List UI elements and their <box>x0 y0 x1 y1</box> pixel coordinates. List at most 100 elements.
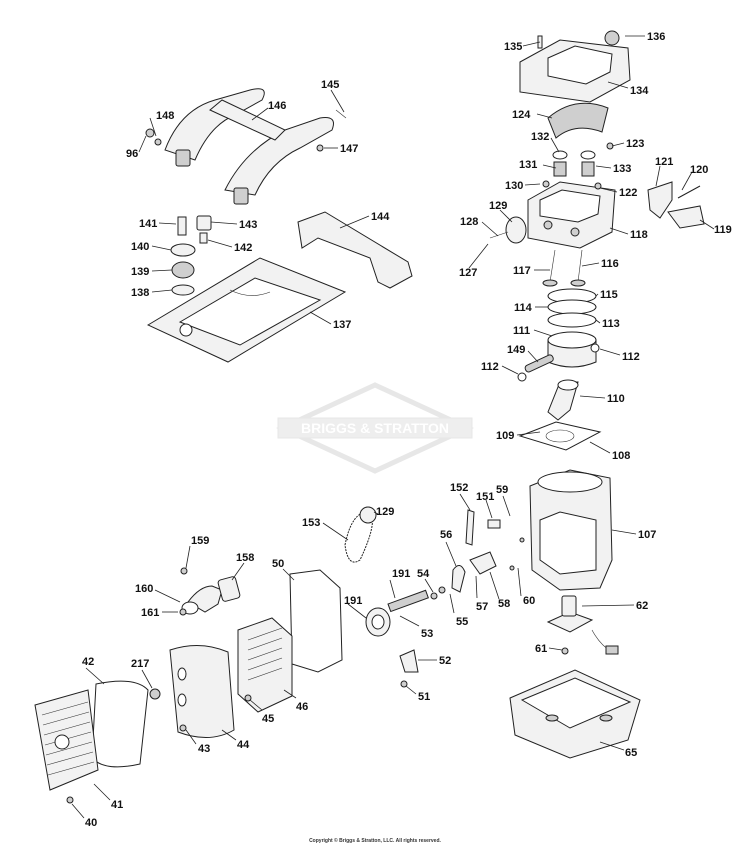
callout-61: 61 <box>535 643 547 655</box>
callout-52: 52 <box>439 655 451 667</box>
fasteners[interactable] <box>66 109 614 804</box>
callout-124: 124 <box>512 109 531 121</box>
muffler[interactable] <box>169 645 235 738</box>
governor-parts[interactable] <box>399 509 501 673</box>
callout-119: 119 <box>714 224 732 236</box>
valves[interactable] <box>542 249 586 287</box>
callout-128: 128 <box>460 216 478 228</box>
callout-118: 118 <box>630 229 648 241</box>
crankcase-gasket[interactable] <box>289 569 343 673</box>
crankshaft[interactable] <box>365 589 429 637</box>
callout-122: 122 <box>619 187 637 199</box>
callout-191-lower: 191 <box>344 595 362 607</box>
callout-143: 143 <box>239 219 257 231</box>
callout-65: 65 <box>625 747 637 759</box>
exhaust-pipe[interactable] <box>181 576 241 615</box>
heat-shield[interactable] <box>547 102 609 139</box>
callout-153: 153 <box>302 517 320 529</box>
crankcase-cover[interactable] <box>237 617 293 713</box>
callout-121: 121 <box>655 156 673 168</box>
callout-136: 136 <box>647 31 665 43</box>
callout-112-left: 112 <box>481 361 499 373</box>
callout-138: 138 <box>131 287 149 299</box>
callout-55: 55 <box>456 616 468 628</box>
callout-112-right: 112 <box>622 351 640 363</box>
callout-117: 117 <box>513 265 531 277</box>
frame-bracket[interactable] <box>297 211 413 289</box>
callout-217: 217 <box>131 658 149 670</box>
engine-mounts[interactable] <box>170 215 212 296</box>
valve-cover[interactable] <box>519 30 631 103</box>
callout-142: 142 <box>234 242 252 254</box>
callout-131: 131 <box>519 159 537 171</box>
callout-62: 62 <box>636 600 648 612</box>
piston[interactable] <box>517 331 600 382</box>
callout-57: 57 <box>476 601 488 613</box>
head-gasket[interactable] <box>518 421 602 451</box>
connecting-rod[interactable] <box>547 379 579 421</box>
oil-sensor[interactable] <box>546 595 619 655</box>
callout-140: 140 <box>131 241 149 253</box>
callout-145: 145 <box>321 79 339 91</box>
callout-111: 111 <box>513 325 530 337</box>
callout-129-lower: 129 <box>376 506 394 518</box>
callout-137: 137 <box>333 319 351 331</box>
callout-110: 110 <box>607 393 625 405</box>
brand-watermark: BRIGGS & STRATTON <box>276 382 474 474</box>
copyright-notice: Copyright © Briggs & Stratton, LLC. All … <box>309 838 441 844</box>
callout-148: 148 <box>156 110 174 122</box>
cylinder-head[interactable] <box>527 181 616 249</box>
callout-46: 46 <box>296 701 308 713</box>
valve-springs[interactable] <box>552 150 596 177</box>
callout-132: 132 <box>531 131 549 143</box>
timing-chain[interactable] <box>344 506 377 563</box>
crankcase[interactable] <box>529 469 613 591</box>
callout-160: 160 <box>135 583 153 595</box>
callout-108: 108 <box>612 450 630 462</box>
timing-gear-upper[interactable] <box>489 216 527 244</box>
callout-149: 149 <box>507 344 525 356</box>
callout-146: 146 <box>268 100 286 112</box>
callout-159: 159 <box>191 535 209 547</box>
callout-45: 45 <box>262 713 274 725</box>
callout-51: 51 <box>418 691 430 703</box>
callout-109: 109 <box>496 430 514 442</box>
base-plate[interactable] <box>146 257 347 363</box>
callout-158: 158 <box>236 552 254 564</box>
callout-152: 152 <box>450 482 468 494</box>
callout-147: 147 <box>340 143 358 155</box>
callout-123: 123 <box>626 138 644 150</box>
callout-60: 60 <box>523 595 535 607</box>
piston-rings[interactable] <box>547 288 597 328</box>
callout-134: 134 <box>630 85 649 97</box>
callout-43: 43 <box>198 743 210 755</box>
callout-133: 133 <box>613 163 631 175</box>
callout-141: 141 <box>139 218 157 230</box>
callout-58: 58 <box>498 598 510 610</box>
leader-lines <box>71 35 715 819</box>
callout-161: 161 <box>141 607 159 619</box>
base-pan[interactable] <box>509 669 641 759</box>
callout-114: 114 <box>514 302 533 314</box>
callout-53: 53 <box>421 628 433 640</box>
callout-54: 54 <box>417 568 430 580</box>
callout-50: 50 <box>272 558 284 570</box>
callout-113: 113 <box>602 318 620 330</box>
callout-41: 41 <box>111 799 123 811</box>
callout-130: 130 <box>505 180 523 192</box>
callout-56: 56 <box>440 529 452 541</box>
callout-139: 139 <box>131 266 149 278</box>
callout-labels: 135 136 134 145 148 146 96 147 124 132 1… <box>82 31 732 829</box>
carry-handle[interactable] <box>164 88 334 205</box>
muffler-guard[interactable] <box>34 680 149 791</box>
rocker-arms[interactable] <box>647 181 705 229</box>
callout-115: 115 <box>600 289 618 301</box>
callout-96: 96 <box>126 148 138 160</box>
callout-129-upper: 129 <box>489 200 507 212</box>
callout-42: 42 <box>82 656 94 668</box>
callout-144: 144 <box>371 211 390 223</box>
callout-107: 107 <box>638 529 656 541</box>
callout-40: 40 <box>85 817 97 829</box>
callout-44: 44 <box>237 739 250 751</box>
callout-116: 116 <box>601 258 619 270</box>
